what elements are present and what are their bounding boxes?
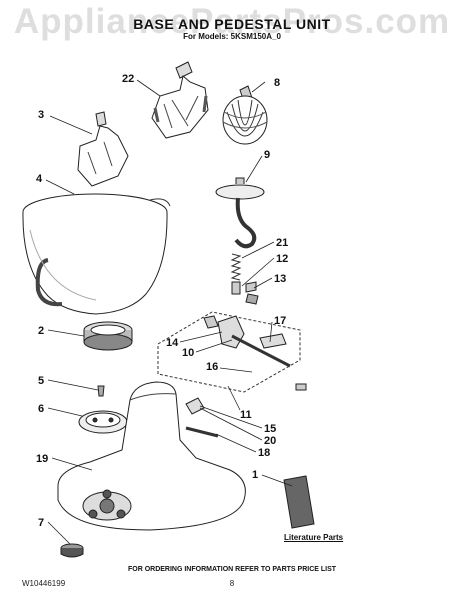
watermark: AppliancePartsPros.com [13, 2, 451, 41]
callout-6: 6 [38, 403, 44, 415]
callout-19: 19 [36, 453, 48, 465]
callout-1: 1 [252, 469, 258, 481]
dough-hook-part [215, 177, 265, 249]
page-title: BASE AND PEDESTAL UNIT [133, 16, 331, 32]
callout-12: 12 [276, 253, 288, 265]
pedestal-base-part [57, 381, 246, 531]
callout-2: 2 [38, 325, 44, 337]
callout-17: 17 [274, 315, 286, 327]
callout-3: 3 [38, 109, 44, 121]
rubber-foot-part [60, 543, 84, 558]
callout-21: 21 [276, 237, 288, 249]
callout-numbers: 22 8 3 9 4 21 12 13 17 14 10 16 2 11 5 6… [36, 73, 288, 529]
leader-lines [45, 79, 293, 545]
page-number: 8 [229, 579, 235, 588]
callout-16: 16 [206, 361, 218, 373]
bowl-clamp-ring-part [83, 321, 133, 351]
literature-parts-label: Literature Parts [284, 533, 344, 542]
callout-4: 4 [36, 173, 43, 185]
hinge-assembly-box [157, 311, 307, 393]
screw-and-plate-parts [78, 385, 128, 434]
callout-20: 20 [264, 435, 276, 447]
document-number: W10446199 [22, 579, 66, 588]
callout-22: 22 [122, 73, 134, 85]
callout-14: 14 [166, 337, 179, 349]
wire-whip-part [222, 85, 268, 145]
hinge-pin-parts [185, 397, 219, 438]
callout-10: 10 [182, 347, 194, 359]
mixing-bowl-part [22, 193, 171, 315]
callout-13: 13 [274, 273, 286, 285]
literature-booklet [283, 475, 315, 529]
callout-8: 8 [274, 77, 280, 89]
callout-15: 15 [264, 423, 276, 435]
callout-11: 11 [240, 409, 252, 421]
callout-5: 5 [38, 375, 44, 387]
callout-18: 18 [258, 447, 270, 459]
spring-and-pin-parts [230, 253, 259, 305]
callout-7: 7 [38, 517, 44, 529]
ordering-note: FOR ORDERING INFORMATION REFER TO PARTS … [127, 566, 337, 573]
callout-9: 9 [264, 149, 270, 161]
flex-edge-beater-part [151, 61, 209, 139]
flat-beater-part [77, 111, 129, 187]
model-subtitle: For Models: 5KSM150A_0 [183, 32, 281, 41]
